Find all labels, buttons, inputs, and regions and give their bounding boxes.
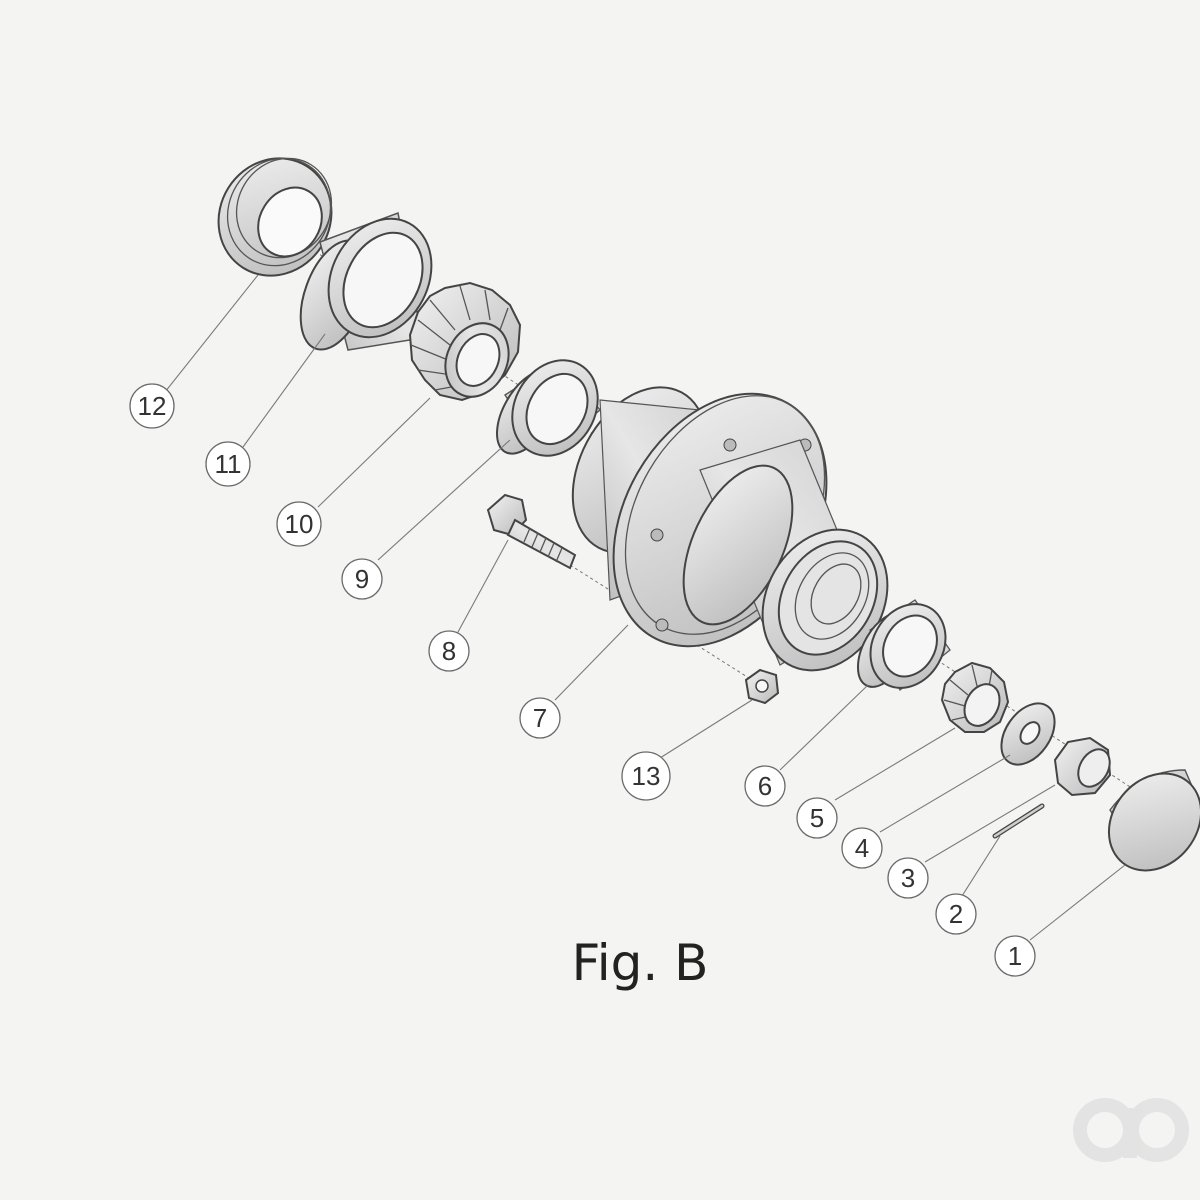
callout-10: 10	[276, 501, 322, 547]
part-12-grooved-ring	[217, 157, 333, 277]
part-9-bushing	[496, 359, 601, 457]
part-6-bearing-cup	[856, 599, 951, 692]
callout-13: 13	[621, 751, 671, 801]
part-1-dust-cap	[1107, 769, 1200, 872]
callout-5: 5	[796, 797, 838, 839]
svg-text:10: 10	[285, 509, 314, 539]
callout-11: 11	[205, 441, 251, 487]
callout-6: 6	[744, 765, 786, 807]
callout-8: 8	[428, 630, 470, 672]
part-7-hub-housing	[571, 386, 889, 672]
part-4-washer	[1000, 702, 1056, 766]
part-2-cotter-pin	[992, 803, 1045, 839]
part-10-bevel-gear	[408, 281, 522, 402]
callout-3: 3	[887, 857, 929, 899]
ao-logo-icon	[1073, 1098, 1189, 1162]
svg-text:12: 12	[138, 391, 167, 421]
figure-caption: Fig. B	[572, 934, 709, 992]
callout-7: 7	[519, 697, 561, 739]
svg-text:3: 3	[901, 863, 915, 893]
svg-text:13: 13	[632, 761, 661, 791]
part-8-bolt	[486, 493, 577, 570]
svg-text:8: 8	[442, 636, 456, 666]
callout-9: 9	[341, 558, 383, 600]
svg-text:6: 6	[758, 771, 772, 801]
svg-text:9: 9	[355, 564, 369, 594]
svg-text:4: 4	[855, 833, 869, 863]
part-13-nut	[744, 668, 780, 705]
part-5-small-gear	[940, 661, 1010, 733]
svg-text:11: 11	[215, 449, 242, 479]
leader-lines	[164, 274, 1126, 941]
svg-text:7: 7	[533, 703, 547, 733]
callout-4: 4	[841, 827, 883, 869]
svg-text:2: 2	[949, 899, 963, 929]
svg-text:1: 1	[1008, 941, 1022, 971]
part-3-castle-nut	[1053, 736, 1112, 797]
callout-2: 2	[935, 893, 977, 935]
svg-text:5: 5	[810, 803, 824, 833]
callout-12: 12	[129, 383, 175, 429]
callout-1: 1	[994, 935, 1036, 977]
